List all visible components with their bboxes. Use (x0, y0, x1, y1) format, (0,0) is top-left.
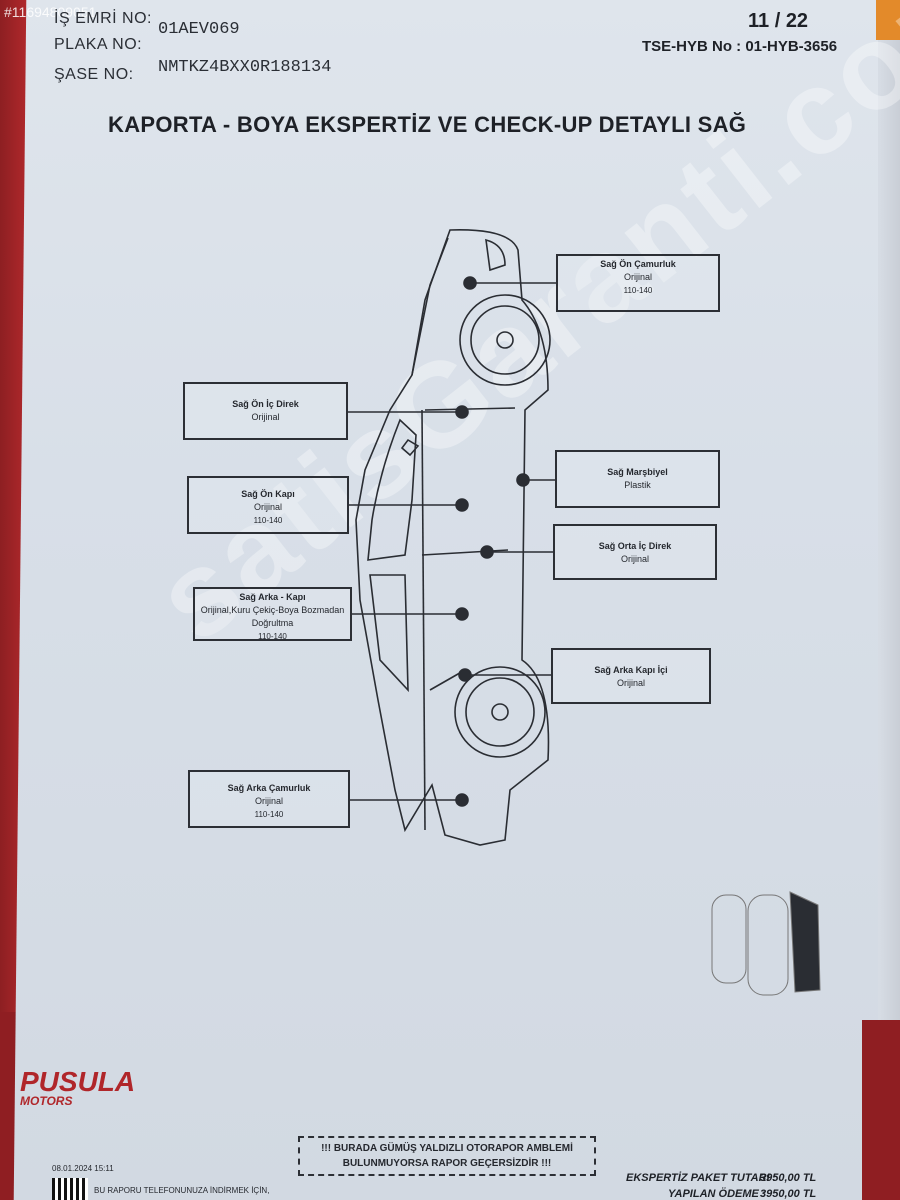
plaka-label: PLAKA NO: (54, 36, 143, 53)
right-red-strip (862, 1020, 900, 1200)
part-range: 110-140 (258, 632, 287, 641)
plaka-value: 01AEV069 (158, 20, 240, 39)
part-sag-on-camurluk: Sağ Ön Çamurluk Orijinal 110-140 (556, 254, 720, 312)
part-title: Sağ Arka - Kapı (239, 592, 306, 602)
part-title: Sağ Arka Kapı İçi (594, 665, 668, 675)
tse-number: TSE-HYB No : 01-HYB-3656 (642, 38, 838, 55)
right-paper-edge (878, 0, 900, 1200)
sase-value: NMTKZ4BXX0R188134 (158, 58, 332, 77)
part-status: Orijinal,Kuru Çekiç-Boya Bozmadan Doğrul… (200, 605, 345, 628)
part-range: 110-140 (253, 516, 283, 525)
qr-note: BU RAPORU TELEFONUNUZA İNDİRMEK İÇİN, (94, 1186, 270, 1195)
corner-orange-mark (876, 0, 900, 40)
part-range: 110-140 (623, 286, 653, 295)
part-status: Orijinal (254, 796, 283, 806)
paket-value: 3950,00 TL (760, 1172, 817, 1184)
validity-notice: !!! BURADA GÜMÜŞ YALDIZLI OTORAPOR AMBLE… (298, 1136, 596, 1176)
logo-name: PUSULA (20, 1066, 136, 1097)
notice-line-1: !!! BURADA GÜMÜŞ YALDIZLI OTORAPOR AMBLE… (321, 1143, 573, 1154)
pusula-logo: PUSULA MOTORS (20, 1066, 142, 1108)
report-title: KAPORTA - BOYA EKSPERTİZ VE CHECK-UP DET… (108, 112, 747, 137)
part-status: Orijinal (620, 554, 649, 564)
part-title: Sağ Ön Kapı (241, 489, 295, 499)
footer-date: 08.01.2024 15:11 (52, 1164, 114, 1173)
part-status: Orijinal (616, 678, 645, 688)
part-sag-orta-ic-direk: Sağ Orta İç Direk Orijinal (553, 524, 717, 580)
part-title: Sağ Orta İç Direk (598, 541, 672, 551)
page-indicator: 11 / 22 (748, 10, 809, 32)
logo-sub: MOTORS (20, 1094, 73, 1108)
part-status: Orijinal (251, 412, 280, 422)
paket-label: EKSPERTİZ PAKET TUTARI : (626, 1172, 777, 1184)
part-title: Sağ Ön İç Direk (232, 399, 299, 409)
part-sag-arka-kapi-ici: Sağ Arka Kapı İçi Orijinal (551, 648, 711, 704)
part-sag-on-ic-direk: Sağ Ön İç Direk Orijinal (183, 382, 348, 440)
sase-label: ŞASE NO: (54, 66, 134, 83)
odeme-label: YAPILAN ÖDEME : (668, 1188, 766, 1200)
part-title: Sağ Marşbiyel (607, 467, 668, 477)
notice-line-2: BULUNMUYORSA RAPOR GEÇERSİZDİR !!! (342, 1158, 552, 1169)
part-sag-on-kapi: Sağ Ön Kapı Orijinal 110-140 (187, 476, 349, 534)
qr-code-icon[interactable] (52, 1178, 88, 1200)
part-range: 110-140 (254, 810, 284, 819)
is-emri-label: İŞ EMRİ NO: (54, 10, 152, 27)
part-sag-arka-kapi: Sağ Arka - Kapı Orijinal,Kuru Çekiç-Boya… (193, 587, 352, 641)
part-status: Plastik (624, 480, 651, 490)
odeme-value: 3950,00 TL (760, 1188, 817, 1200)
part-title: Sağ Ön Çamurluk (600, 259, 676, 269)
listing-id: #11694809051 (4, 4, 97, 20)
part-status: Orijinal (253, 502, 282, 512)
part-sag-arka-camurluk: Sağ Arka Çamurluk Orijinal 110-140 (188, 770, 350, 828)
part-sag-marspiyel: Sağ Marşbiyel Plastik (555, 450, 720, 508)
part-title: Sağ Arka Çamurluk (227, 783, 311, 793)
part-status: Orijinal (623, 272, 652, 282)
